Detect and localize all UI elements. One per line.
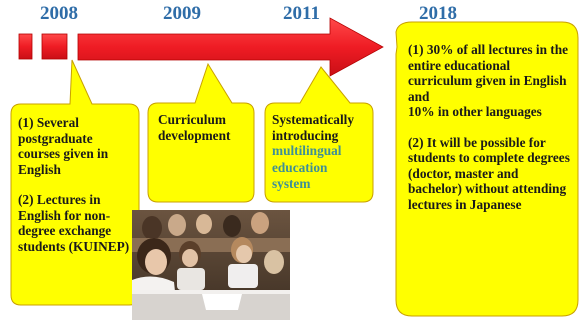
callout-2018-item-2: (2) It will be possible for students to … — [408, 134, 570, 212]
callout-2009-shape — [147, 62, 255, 203]
students-in-lecture-hall-photo — [132, 210, 290, 320]
year-2018: 2018 — [419, 3, 457, 24]
year-2011: 2011 — [283, 3, 320, 24]
timeline-block-2 — [41, 33, 68, 60]
callout-2011-line-2: introducing — [272, 127, 339, 143]
callout-2009-text: Curriculum development — [158, 112, 231, 143]
year-2009: 2009 — [163, 3, 201, 24]
callout-2018-shape — [395, 21, 579, 317]
callout-2018-item-1a: (1) 30% of all lectures in the entire ed… — [408, 42, 569, 104]
callout-2008: (1) Several postgraduate courses given i… — [18, 115, 134, 254]
timeline-block-1 — [18, 33, 33, 60]
callout-2011-highlight: multilingual education system — [272, 143, 342, 191]
callout-2008-shape — [10, 59, 140, 306]
callout-2011: Systematically introducing multilingual … — [272, 112, 372, 193]
callout-2009: Curriculum development — [158, 112, 250, 143]
callout-2008-item-1: (1) Several postgraduate courses given i… — [18, 115, 109, 177]
callout-2011-shape — [264, 66, 374, 203]
callout-2018: (1) 30% of all lectures in the entire ed… — [408, 42, 574, 212]
callout-2018-item-1b: 10% in other languages — [408, 104, 542, 119]
callout-2008-item-2: (2) Lectures in English for non-degree e… — [18, 192, 130, 254]
year-2008: 2008 — [40, 3, 78, 24]
timeline-arrow — [77, 17, 384, 77]
callout-2011-line-1: Systematically — [272, 112, 354, 127]
